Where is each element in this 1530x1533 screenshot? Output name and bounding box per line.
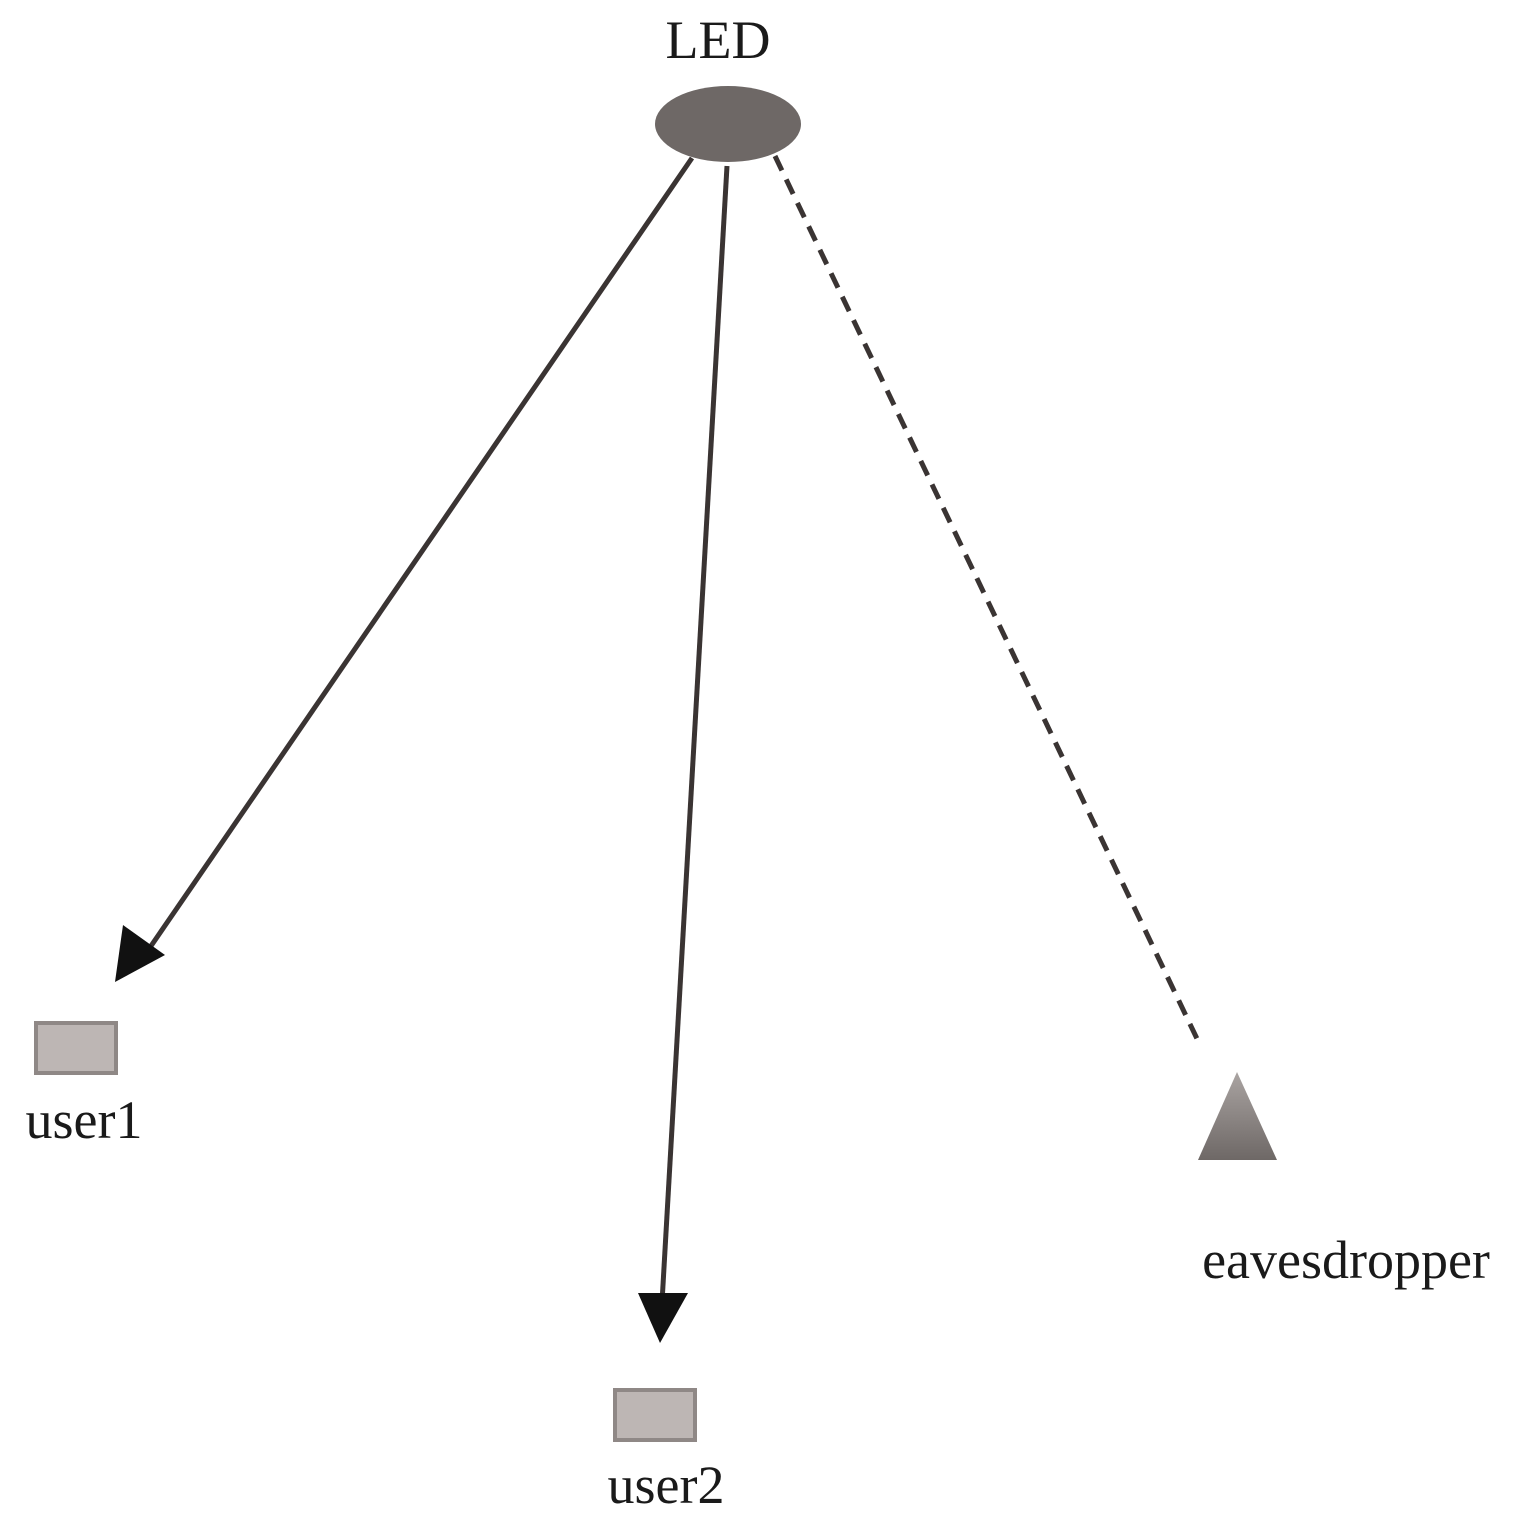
link-led-to-eavesdropper: [772, 154, 1203, 1047]
eavesdropper-node: [1198, 1072, 1277, 1160]
led-label: LED: [666, 10, 771, 70]
eavesdropper-label: eavesdropper: [1202, 1230, 1490, 1290]
user1-label: user1: [26, 1090, 143, 1150]
user2-node: [613, 1388, 697, 1442]
user1-node: [34, 1021, 118, 1075]
arrowhead-user1: [115, 925, 165, 982]
link-led-to-user2: [658, 165, 730, 1321]
link-led-to-user1: [137, 156, 695, 964]
arrowhead-user2: [638, 1293, 688, 1343]
led-node: [655, 86, 801, 162]
user2-label: user2: [608, 1455, 725, 1515]
